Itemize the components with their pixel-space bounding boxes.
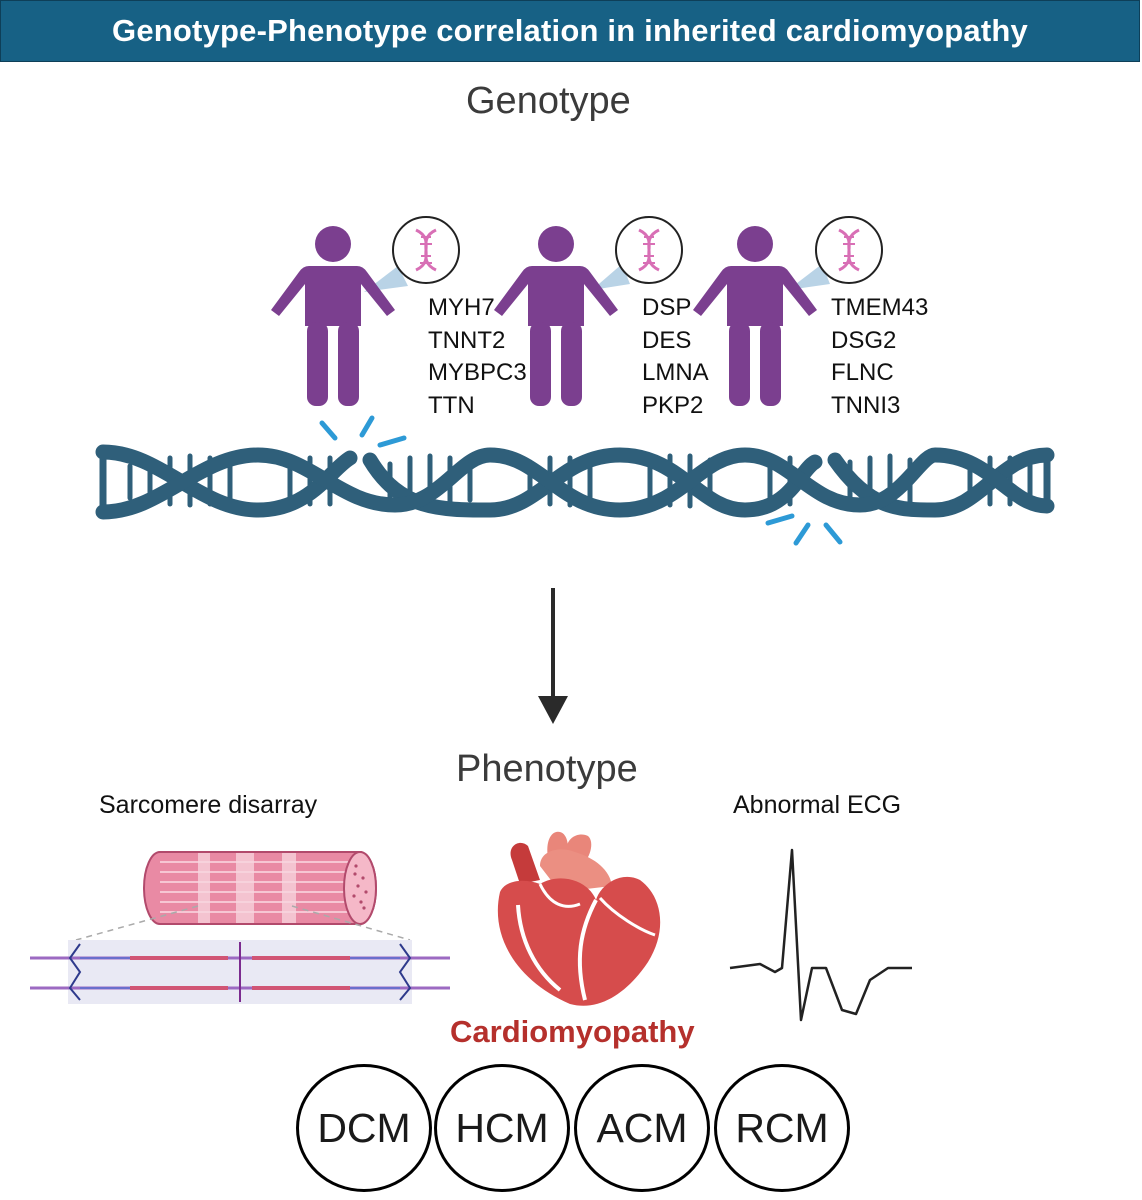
- mutation-break-marks: [319, 415, 843, 546]
- ecg-label: Abnormal ECG: [733, 791, 902, 819]
- gene-list: MYH7 TNNT2 MYBPC3 TTN: [428, 292, 527, 422]
- dna-bubble-icon: [814, 215, 884, 285]
- sarcomere-label: Sarcomere disarray: [99, 791, 318, 819]
- gene-label: MYH7: [428, 294, 495, 321]
- zoom-wedge: [592, 264, 630, 290]
- gene-label: LMNA: [642, 359, 709, 386]
- arrow-down-icon: [538, 588, 568, 724]
- phenotype-heading: Phenotype: [456, 748, 638, 790]
- page-title: Genotype-Phenotype correlation in inheri…: [112, 13, 1028, 48]
- title-banner: Genotype-Phenotype correlation in inheri…: [0, 0, 1140, 62]
- gene-label: TMEM43: [831, 294, 929, 321]
- zoom-lines: [75, 905, 411, 941]
- gene-list: DSP DES LMNA PKP2: [642, 292, 709, 422]
- gene-label: DSP: [642, 294, 692, 321]
- type-badge-acm: ACM: [574, 1064, 710, 1192]
- genotype-heading: Genotype: [466, 80, 631, 122]
- gene-label: MYBPC3: [428, 359, 527, 386]
- gene-label: DES: [642, 326, 692, 354]
- type-badge-dcm: DCM: [296, 1064, 432, 1192]
- gene-label: FLNC: [831, 359, 894, 386]
- cardiomyopathy-label: Cardiomyopathy: [450, 1014, 695, 1049]
- dna-helix-icon: [95, 444, 1055, 520]
- gene-label: PKP2: [642, 391, 704, 419]
- muscle-fiber-icon: [143, 851, 377, 925]
- ecg-trace-icon: [729, 848, 912, 1022]
- gene-label: DSG2: [831, 326, 897, 354]
- gene-list: TMEM43 DSG2 FLNC TNNI3: [831, 292, 928, 422]
- zoom-wedge: [788, 264, 830, 290]
- person-icon: [271, 226, 395, 406]
- gene-label: TNNI3: [831, 391, 901, 419]
- gene-label: TTN: [428, 391, 475, 419]
- gene-label: TNNT2: [428, 326, 506, 354]
- dna-bubble-icon: [614, 215, 684, 285]
- sarcomere-detail-icon: [30, 940, 450, 1004]
- dna-bubble-icon: [391, 215, 461, 285]
- person-icon: [693, 226, 817, 406]
- heart-icon: [497, 831, 661, 1006]
- type-badge-hcm: HCM: [434, 1064, 570, 1192]
- type-badge-rcm: RCM: [714, 1064, 850, 1192]
